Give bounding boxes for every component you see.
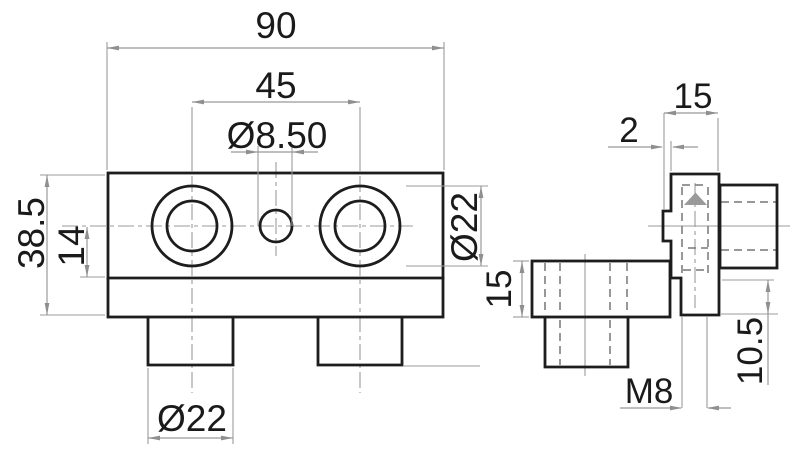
dim-center-height: 14 (51, 225, 105, 278)
drill-tip-mark (684, 192, 707, 205)
front-body-outline (106, 171, 445, 367)
dim-arm-depth-label: 15 (674, 77, 713, 116)
dim-hole-spacing-label: 45 (255, 65, 296, 106)
dim-overall-width-label: 90 (255, 5, 296, 46)
dim-plate-thickness: 15 (480, 260, 529, 318)
dim-overall-height: 38.5 (11, 174, 105, 316)
dim-thread: M8 (620, 316, 731, 411)
left-counterbore-circle (150, 184, 234, 268)
side-cylinder-outline (718, 183, 779, 270)
dim-small-hole-label: Ø8.50 (227, 115, 328, 156)
dim-thread-label: M8 (625, 372, 674, 411)
side-arm-outline (661, 172, 721, 317)
dim-arm-depth: 15 (663, 77, 719, 209)
side-view: 15 2 15 10.5 (480, 77, 790, 411)
dim-overall-height-label: 38.5 (11, 197, 52, 269)
dim-large-hole-label: Ø22 (444, 192, 485, 262)
dim-bottom-boss-label: Ø22 (157, 398, 227, 439)
front-view: 90 45 Ø8.50 38.5 (11, 5, 488, 444)
right-counterbore-circle (318, 184, 402, 268)
dim-step-depth-label: 2 (619, 111, 638, 150)
front-centerlines (62, 162, 413, 393)
dim-hole-spacing: 45 (191, 65, 361, 172)
dim-overall-width: 90 (106, 5, 445, 170)
dim-large-hole: Ø22 (406, 185, 488, 267)
dim-boss-height-label: 10.5 (731, 317, 770, 385)
left-hole-circle (165, 199, 219, 253)
side-boss-outline (543, 316, 630, 369)
side-plate-outline (530, 259, 672, 319)
dim-step-depth: 2 (608, 111, 698, 171)
side-hidden-lines (544, 184, 776, 365)
dim-plate-thickness-label: 15 (480, 270, 519, 309)
right-hole-circle (333, 199, 387, 253)
dim-small-hole: Ø8.50 (227, 115, 328, 226)
side-outlines (530, 172, 779, 369)
dim-center-height-label: 14 (51, 225, 92, 266)
dim-boss-height: 10.5 (721, 279, 778, 385)
dim-bottom-boss: Ø22 (147, 365, 480, 444)
